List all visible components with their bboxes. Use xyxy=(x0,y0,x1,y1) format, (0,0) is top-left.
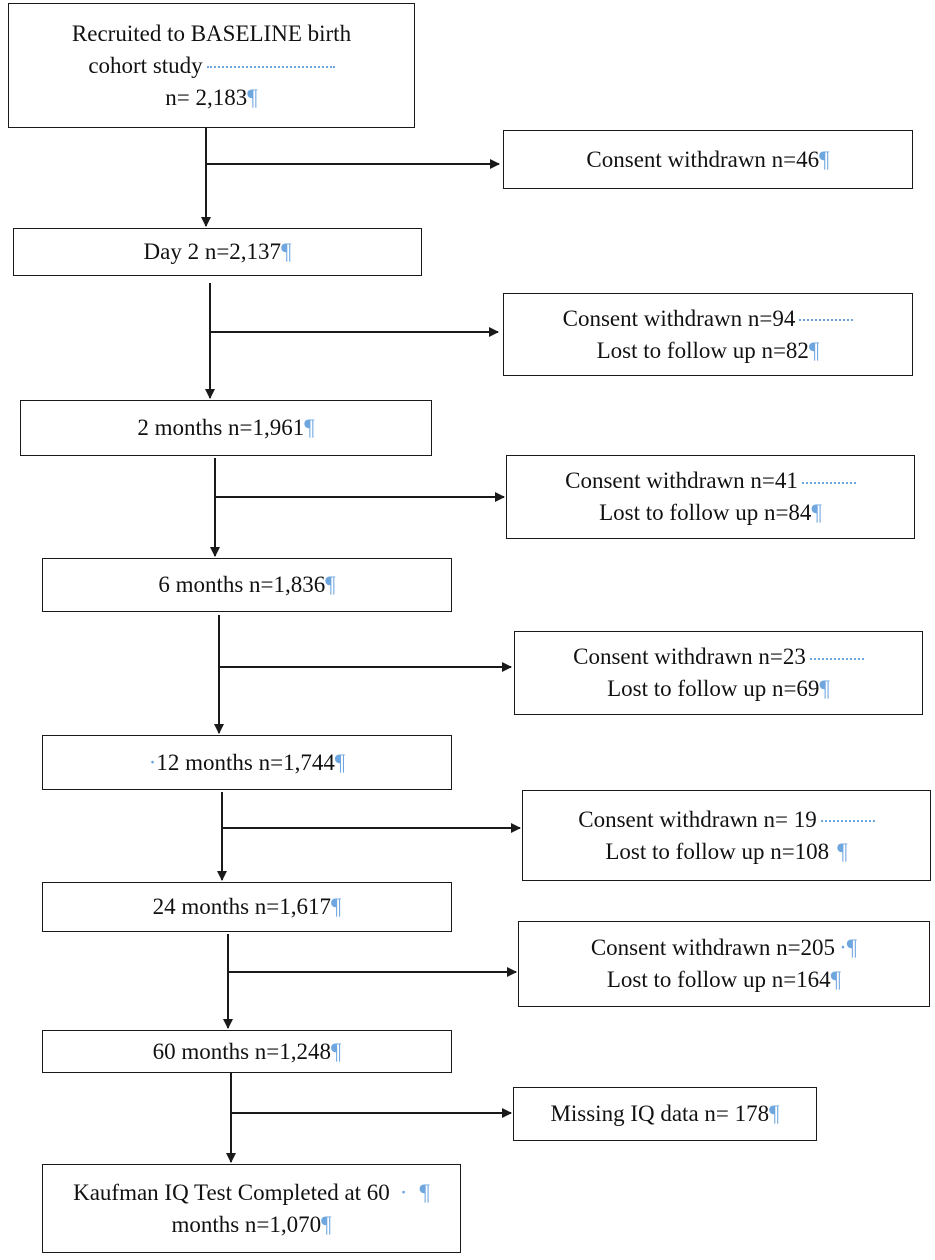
exclusion-text-3-line-2: Lost to follow up n=84 xyxy=(599,500,812,525)
stage-box-24-months: 24 months n=1,617¶ xyxy=(42,882,452,932)
space-dot-mark: · xyxy=(839,935,847,960)
pilcrow-mark: ¶ xyxy=(334,749,346,775)
stage-box-kaufman-iq: Kaufman IQ Test Completed at 60 · ¶ months… xyxy=(42,1164,461,1253)
stage-box-60-months: 60 months n=1,248¶ xyxy=(42,1030,452,1073)
exclusion-text-4-line-2: Lost to follow up n=69 xyxy=(607,676,820,701)
dotted-tab-mark xyxy=(801,481,856,484)
exclusion-text-6-line-2: Lost to follow up n=164 xyxy=(606,967,831,992)
stage-text-60-months: 60 months n=1,248 xyxy=(152,1038,332,1064)
dotted-tab-mark xyxy=(809,657,864,660)
pilcrow-mark: ¶ xyxy=(247,84,258,110)
pilcrow-mark: ¶ xyxy=(321,1211,332,1237)
exclusion-box-3: Consent withdrawn n=41 Lost to follow up… xyxy=(506,455,915,539)
pilcrow-mark: ¶ xyxy=(331,1038,342,1064)
pilcrow-mark: ¶ xyxy=(769,1101,780,1126)
exclusion-text-2-line-1: Consent withdrawn n=94 xyxy=(562,305,796,331)
space-dot-mark: · xyxy=(399,1179,408,1205)
stage-box-6-months: 6 months n=1,836¶ xyxy=(42,558,452,612)
exclusion-text-5-line-2: Lost to follow up n=108 xyxy=(605,838,830,864)
stage-text-kaufman-line-1: Kaufman IQ Test Completed at 60 xyxy=(73,1179,390,1205)
stage-text-24-months: 24 months n=1,617 xyxy=(152,894,332,919)
space-dot-mark: · xyxy=(148,749,157,775)
pilcrow-mark: ¶ xyxy=(304,415,315,440)
stage-text-baseline-line-2: cohort study xyxy=(88,52,203,78)
pilcrow-mark: ¶ xyxy=(325,572,336,597)
stage-box-day-2: Day 2 n=2,137¶ xyxy=(13,228,422,276)
stage-text-day-2: Day 2 n=2,137 xyxy=(143,239,282,264)
pilcrow-mark: ¶ xyxy=(819,676,830,701)
exclusion-text-6-line-1: Consent withdrawn n=205 xyxy=(590,935,836,960)
exclusion-text-1: Consent withdrawn n=46 xyxy=(586,146,820,172)
exclusion-box-5: Consent withdrawn n= 19 Lost to follow u… xyxy=(522,790,931,881)
stage-text-baseline-line-3: n= 2,183 xyxy=(165,84,248,110)
exclusion-text-7: Missing IQ data n= 178 xyxy=(550,1101,770,1126)
exclusion-box-1: Consent withdrawn n=46¶ xyxy=(503,130,913,189)
pilcrow-mark: ¶ xyxy=(808,337,820,363)
stage-text-baseline-line-1: Recruited to BASELINE birth xyxy=(71,20,352,46)
exclusion-text-4-line-1: Consent withdrawn n=23 xyxy=(573,644,806,669)
pilcrow-mark: ¶ xyxy=(331,894,342,919)
exclusion-box-2: Consent withdrawn n=94 Lost to follow up… xyxy=(503,293,913,376)
pilcrow-mark: ¶ xyxy=(811,500,822,525)
stage-text-6-months: 6 months n=1,836 xyxy=(158,572,326,597)
stage-box-12-months: ·12 months n=1,744¶ xyxy=(42,735,452,790)
stage-box-2-months: 2 months n=1,961¶ xyxy=(20,400,432,456)
exclusion-box-7: Missing IQ data n= 178¶ xyxy=(513,1087,817,1141)
exclusion-box-4: Consent withdrawn n=23 Lost to follow up… xyxy=(514,631,923,715)
pilcrow-mark: ¶ xyxy=(830,967,842,992)
stage-text-2-months: 2 months n=1,961 xyxy=(137,415,305,440)
dotted-tab-mark xyxy=(820,820,875,823)
pilcrow-mark: ¶ xyxy=(819,146,830,172)
exclusion-text-3-line-1: Consent withdrawn n=41 xyxy=(565,468,798,493)
pilcrow-mark: ¶ xyxy=(846,935,858,960)
dotted-tab-mark xyxy=(206,66,335,69)
pilcrow-mark: ¶ xyxy=(281,239,292,264)
exclusion-text-5-line-1: Consent withdrawn n= 19 xyxy=(578,806,817,832)
stage-text-12-months: 12 months n=1,744 xyxy=(156,749,335,775)
exclusion-text-2-line-2: Lost to follow up n=82 xyxy=(596,337,809,363)
stage-box-baseline: Recruited to BASELINE birth cohort study… xyxy=(8,3,415,128)
dotted-tab-mark xyxy=(799,319,854,322)
exclusion-box-6: Consent withdrawn n=205·¶ Lost to follow… xyxy=(518,921,930,1007)
pilcrow-mark: ¶ xyxy=(837,838,848,864)
pilcrow-mark: ¶ xyxy=(419,1179,430,1205)
stage-text-kaufman-line-2: months n=1,070 xyxy=(171,1211,322,1237)
